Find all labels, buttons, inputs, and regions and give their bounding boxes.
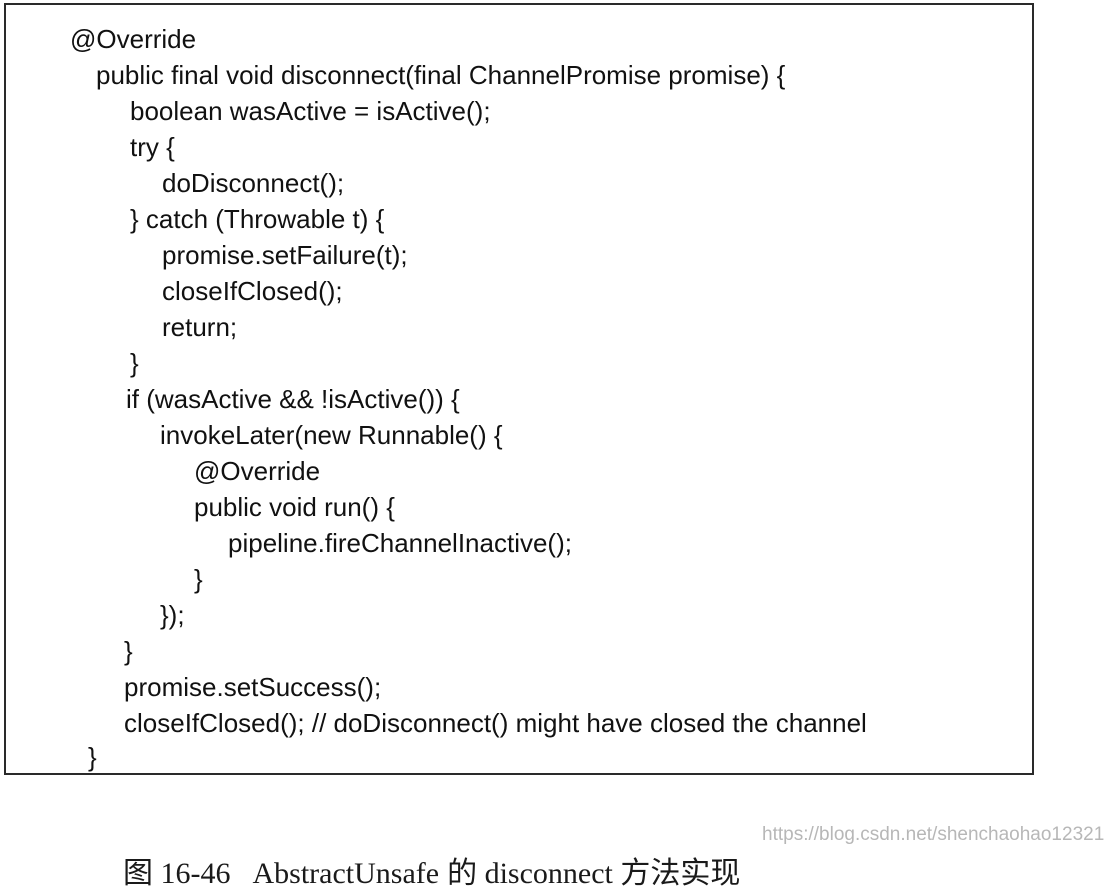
code-line-8: closeIfClosed(); xyxy=(162,276,343,306)
code-line-18: } xyxy=(124,636,133,666)
figure-description: 的 disconnect 方法实现 xyxy=(447,857,741,890)
code-line-2: public final void disconnect(final Chann… xyxy=(96,60,786,90)
code-line-9: return; xyxy=(162,312,238,342)
code-line-4: try { xyxy=(130,132,175,162)
code-line-11: if (wasActive && !isActive()) { xyxy=(126,384,460,414)
code-line-21: } xyxy=(88,742,97,772)
code-line-20: closeIfClosed(); // doDisconnect() might… xyxy=(124,708,867,738)
code-line-12: invokeLater(new Runnable() { xyxy=(160,420,503,450)
code-line-6: } catch (Throwable t) { xyxy=(130,204,385,234)
code-line-13: @Override xyxy=(194,456,321,486)
code-line-7: promise.setFailure(t); xyxy=(162,240,408,270)
code-line-14: public void run() { xyxy=(194,492,395,522)
code-line-17: }); xyxy=(160,600,185,630)
code-line-16: } xyxy=(194,564,203,594)
watermark-url: https://blog.csdn.net/shenchaohao12321 xyxy=(762,824,1104,845)
code-line-1: @Override xyxy=(70,24,197,54)
code-line-10: } xyxy=(130,348,139,378)
figure-label: 图 16-46 xyxy=(123,857,231,890)
code-line-3: boolean wasActive = isActive(); xyxy=(130,96,491,126)
code-line-19: promise.setSuccess(); xyxy=(124,672,382,702)
figure-class-name: AbstractUnsafe xyxy=(252,857,440,890)
code-listing-box: @Override public final void disconnect(f… xyxy=(4,3,1034,775)
code-line-15: pipeline.fireChannelInactive(); xyxy=(228,528,572,558)
code-line-5: doDisconnect(); xyxy=(162,168,345,198)
